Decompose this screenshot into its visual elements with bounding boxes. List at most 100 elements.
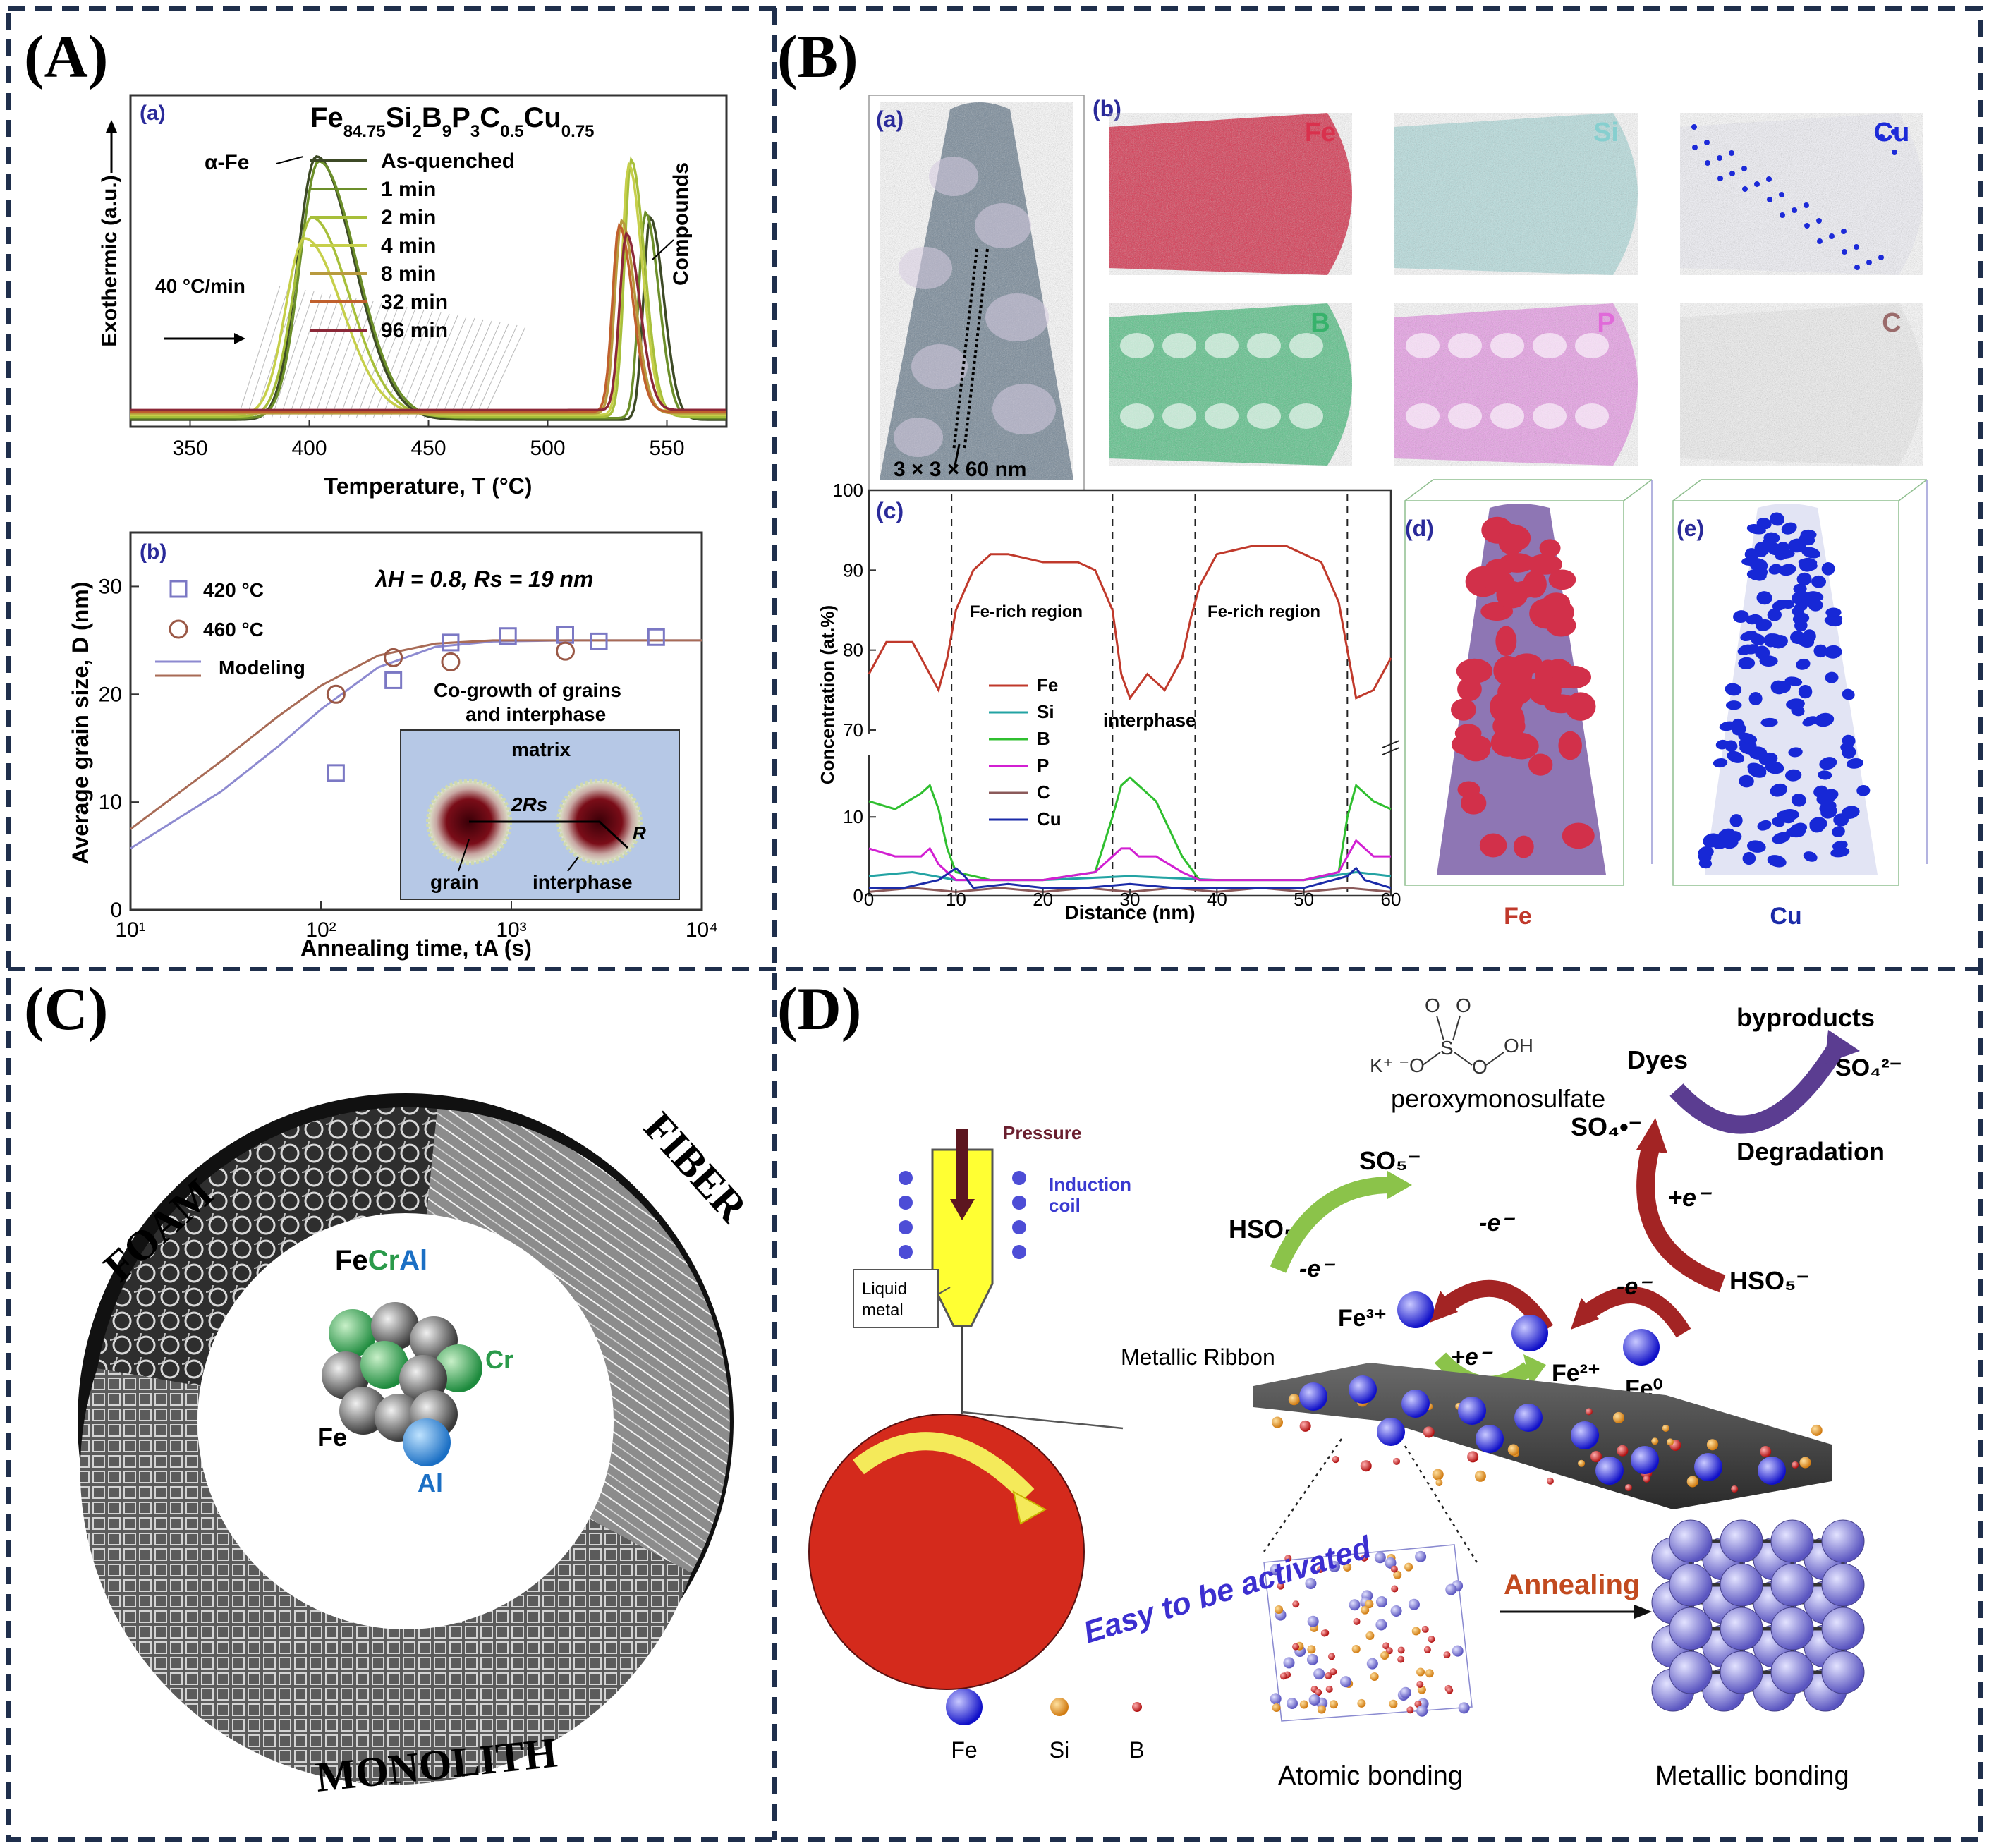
conc-legend-item: B <box>1037 728 1050 749</box>
conc-line-cu <box>869 866 1392 889</box>
so5-label: SO₅⁻ <box>1359 1146 1421 1175</box>
region-label-1: Fe-rich region <box>970 602 1083 621</box>
data-point-420 <box>327 764 345 782</box>
conc-legend-item: Cu <box>1037 808 1062 829</box>
legend-fe: Fe <box>951 1737 977 1763</box>
grain-data-points <box>326 626 665 782</box>
so4-radical-label: SO₄•⁻ <box>1571 1112 1642 1141</box>
data-point-420 <box>442 633 460 652</box>
apt-cone-reconstruction: (a) 3 × 3 × 60 nm <box>868 95 1085 491</box>
atom-legend: Fe Si B <box>946 1689 1145 1763</box>
liquid-label-2: metal <box>862 1301 904 1320</box>
grain-x-tick-label: 10⁴ <box>686 918 718 942</box>
conc-x-tick-label: 40 <box>1207 889 1227 910</box>
conc-legend-item: P <box>1037 755 1049 776</box>
dsc-x-tick-label: 400 <box>291 437 327 460</box>
e-minus-2: -e⁻ <box>1479 1210 1515 1236</box>
metallic-ribbon <box>1253 1363 1832 1509</box>
region-label-2: Fe-rich region <box>1208 602 1320 621</box>
legend-b: B <box>1129 1737 1144 1763</box>
cu-cluster-map: (e) Cu <box>1672 479 1928 930</box>
conc-x-axis-label: Distance (nm) <box>1064 901 1195 923</box>
grain-y-tick-label: 0 <box>110 899 122 922</box>
svg-text:OH: OH <box>1504 1035 1533 1057</box>
fecral-supports: FOAM FIBER MONOLITH FeCrAl Cr Fe Al <box>78 1093 757 1801</box>
conc-x-tick-label: 50 <box>1294 889 1314 910</box>
pms-label: peroxymonosulfate <box>1391 1084 1605 1113</box>
element-map-label: B <box>1310 308 1330 338</box>
dsc-x-tick-label: 350 <box>172 437 207 460</box>
data-point-420 <box>499 627 517 645</box>
dsc-hatching <box>237 285 526 419</box>
annealing-label: Annealing <box>1504 1569 1640 1600</box>
grain-x-tick-label: 10² <box>305 918 336 942</box>
data-point-460 <box>384 648 403 667</box>
conc-y-tick-label: 0 <box>853 885 863 906</box>
alloy-formula: Fe84.75Si2B9P3C0.5Cu0.75 <box>310 102 595 141</box>
grain-param-label: λH = 0.8, Rs = 19 nm <box>374 566 594 592</box>
panel-c: (C) FOAM F <box>14 973 772 1837</box>
e-minus-1: -e⁻ <box>1299 1256 1335 1282</box>
cr-label: Cr <box>485 1345 513 1374</box>
model-curve <box>130 639 702 830</box>
conc-lines <box>865 494 1400 893</box>
melt-spinning-apparatus: Liquid metal Pressure Induction coil Met… <box>808 1122 1275 1690</box>
grain-y-tick-label: 30 <box>99 575 122 598</box>
interphase-label: interphase <box>1103 710 1196 731</box>
legend-modeling: Modeling <box>219 657 305 679</box>
subpanel-label: (a) <box>876 107 904 132</box>
conc-plot-frame <box>868 489 1392 897</box>
ribbon-label: Metallic Ribbon <box>1121 1344 1275 1370</box>
alpha-fe-label: α-Fe <box>205 151 249 174</box>
atomic-bonding-label: Atomic bonding <box>1278 1761 1463 1791</box>
conc-x-tick-label: 30 <box>1120 889 1141 910</box>
conc-y-axis-label: Concentration (at.%) <box>817 605 838 784</box>
data-point-420 <box>647 628 665 646</box>
dsc-x-axis-label: Temperature, T (°C) <box>324 473 533 499</box>
subpanel-label: (c) <box>876 498 904 523</box>
dsc-curve-96-min <box>130 231 726 412</box>
element-map-label: C <box>1882 308 1901 338</box>
subpanel-label: (b) <box>140 540 166 564</box>
svg-text:S: S <box>1440 1037 1454 1059</box>
heating-rate-label: 40 °C/min <box>155 275 245 297</box>
conc-x-tick-label: 10 <box>946 889 966 910</box>
grain-x-tick-label: 10³ <box>496 918 526 942</box>
conc-y-tick-label: 70 <box>843 719 863 741</box>
element-map-p: P <box>1394 303 1638 466</box>
conc-line-p <box>868 839 1391 882</box>
element-map-fe: Fe <box>1109 113 1352 275</box>
conc-y-tick-label: 90 <box>843 559 863 580</box>
e-minus-3: -e⁻ <box>1617 1273 1653 1300</box>
coil-label-1: Induction <box>1049 1174 1131 1195</box>
grain-y-axis-label: Average grain size, D (nm) <box>68 582 93 865</box>
dsc-curve-8-min <box>130 217 726 415</box>
degradation-arrow <box>1669 1039 1847 1134</box>
dsc-curve-as-quenched <box>130 155 726 421</box>
panel-label: (B) <box>777 23 858 90</box>
fecral-title: FeCrAl <box>335 1245 427 1276</box>
subpanel-label: (d) <box>1405 516 1434 541</box>
svg-text:O: O <box>1456 995 1471 1016</box>
fe2-label: Fe²⁺ <box>1552 1360 1600 1387</box>
dsc-curve-32-min <box>130 222 726 413</box>
al-label: Al <box>418 1469 443 1497</box>
element-map-label: P <box>1597 308 1614 338</box>
conc-y-tick-label: 80 <box>843 640 863 661</box>
conc-y-tick-label: 10 <box>843 806 863 827</box>
dsc-x-tick-label: 500 <box>530 437 565 460</box>
grain-y-tick-label: 10 <box>99 791 122 814</box>
inset-interphase: interphase <box>533 871 633 893</box>
panel-b: (B) (a) 3 × 3 × 60 nm <box>777 14 1978 966</box>
grain-x-axis-label: Annealing time, tA (s) <box>300 935 532 961</box>
grain-y-tick-label: 20 <box>99 683 122 706</box>
element-map-label: Cu <box>1874 118 1910 147</box>
